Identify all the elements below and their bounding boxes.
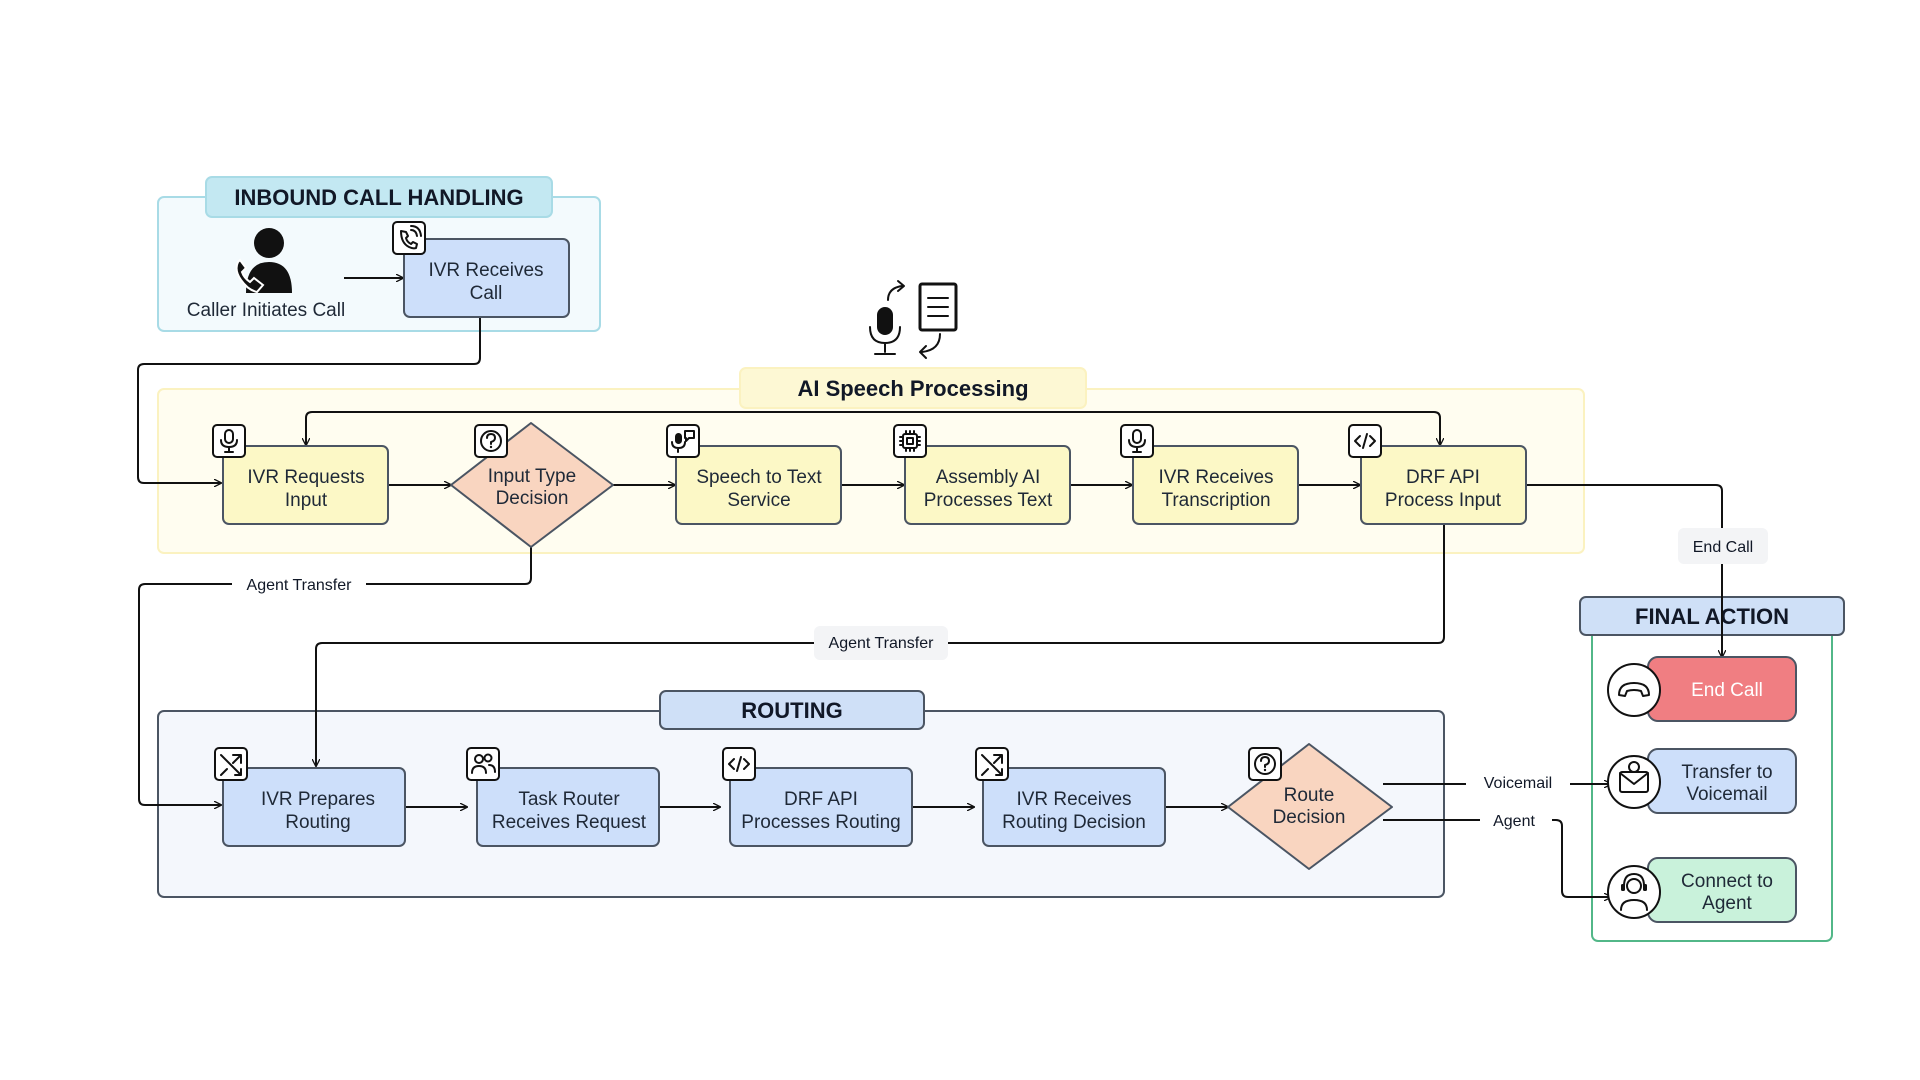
code-icon <box>722 747 756 781</box>
node-line-2: Voicemail <box>1686 784 1767 805</box>
edge-route-agent <box>1383 819 1611 897</box>
edge-label-bg <box>1678 528 1768 564</box>
node-line-2: Agent <box>1702 893 1752 914</box>
node-line-1: DRF API <box>1406 467 1480 488</box>
edge-label-agent: Agent <box>1493 813 1535 830</box>
node-box <box>222 445 389 525</box>
person-phone-icon <box>235 228 292 294</box>
edge-label-bg <box>814 626 948 660</box>
microphone-icon <box>212 424 246 458</box>
node-caller: Caller Initiates Call <box>187 228 345 321</box>
edge-label-voicemail: Voicemail <box>1484 775 1552 792</box>
edge-labels: Agent Transfer Agent Transfer End Call V… <box>232 528 1768 836</box>
node-box <box>1132 445 1299 525</box>
node-connect-agent: Connect to Agent <box>1607 857 1797 923</box>
group-final-title-box <box>1579 596 1845 636</box>
edge-label-bg <box>1466 766 1570 800</box>
group-ai-title: AI Speech Processing <box>797 376 1028 401</box>
headset-agent-icon <box>1607 865 1661 919</box>
edge-label-bg <box>232 568 366 600</box>
node-ivr-receives-transcription: IVR Receives Transcription <box>1120 424 1299 525</box>
node-line-1: IVR Requests <box>247 467 364 488</box>
node-line-1: IVR Receives <box>428 260 543 281</box>
node-line-2: Transcription <box>1161 490 1270 511</box>
node-line-2: Input <box>285 490 328 511</box>
node-line-2: Processes Text <box>924 490 1053 511</box>
node-line-1: IVR Receives <box>1016 789 1131 810</box>
node-line-2: Routing Decision <box>1002 812 1146 833</box>
node-box <box>675 445 842 525</box>
microphone-icon <box>1120 424 1154 458</box>
node-line-2: Decision <box>496 488 569 509</box>
node-box <box>403 238 570 318</box>
node-line-2: Service <box>727 490 790 511</box>
node-end-call: End Call <box>1607 656 1797 722</box>
node-line-2: Decision <box>1273 807 1346 828</box>
group-inbound-title: INBOUND CALL HANDLING <box>234 185 523 210</box>
users-icon <box>466 747 500 781</box>
node-route-decision: Route Decision <box>1227 743 1393 870</box>
group-final-title: FINAL ACTION <box>1635 604 1789 629</box>
node-line-2: Processes Routing <box>741 812 900 833</box>
node-line-1: Speech to Text <box>696 467 822 488</box>
chip-icon <box>893 424 927 458</box>
edge-decision-agent-transfer <box>138 546 532 805</box>
node-box <box>729 767 913 847</box>
node-box <box>222 767 406 847</box>
node-ivr-receives-call: IVR Receives Call <box>392 221 570 318</box>
speech-to-document-icon <box>869 280 958 359</box>
question-icon <box>1248 747 1282 781</box>
shuffle-icon <box>214 747 248 781</box>
node-caller-label: Caller Initiates Call <box>187 300 345 321</box>
node-line-1: End Call <box>1691 680 1763 701</box>
group-routing-title: ROUTING <box>741 698 842 723</box>
node-drf-api-processes-routing: DRF API Processes Routing <box>722 747 913 847</box>
group-routing-title-box <box>659 690 925 730</box>
node-line-2: Process Input <box>1385 490 1502 511</box>
node-line-2: Call <box>470 283 503 304</box>
node-task-router: Task Router Receives Request <box>466 747 660 847</box>
code-icon <box>1348 424 1382 458</box>
node-line-1: Input Type <box>488 466 576 487</box>
nodes: Caller Initiates Call IVR Receives Call <box>187 221 1797 923</box>
group-inbound-title-box <box>205 176 553 218</box>
phone-call-icon <box>392 221 426 255</box>
node-ivr-requests-input: IVR Requests Input <box>212 424 389 525</box>
node-line-2: Receives Request <box>492 812 647 833</box>
node-box <box>982 767 1166 847</box>
node-line-1: Connect to <box>1681 871 1773 892</box>
edge-drf-end-call <box>1524 484 1722 657</box>
node-line-1: Assembly AI <box>936 467 1041 488</box>
node-box <box>904 445 1071 525</box>
node-box <box>1360 445 1527 525</box>
node-drf-api-process-input: DRF API Process Input <box>1348 424 1527 525</box>
node-ivr-receives-routing-decision: IVR Receives Routing Decision <box>975 747 1166 847</box>
mic-chat-icon <box>666 424 700 458</box>
node-line-2: Routing <box>285 812 351 833</box>
node-speech-to-text: Speech to Text Service <box>666 424 842 525</box>
edge-loop-requests-drf <box>306 411 1440 445</box>
node-box <box>476 767 660 847</box>
edge-label-agent-transfer-1: Agent Transfer <box>247 577 353 594</box>
node-input-type-decision: Input Type Decision <box>450 422 614 548</box>
edge-label-bg <box>1480 806 1552 836</box>
question-icon <box>474 424 508 458</box>
edge-label-end-call: End Call <box>1693 539 1753 556</box>
node-line-1: IVR Receives <box>1158 467 1273 488</box>
node-line-1: Transfer to <box>1681 762 1772 783</box>
group-ai-title-box <box>739 367 1087 409</box>
node-assembly-ai: Assembly AI Processes Text <box>893 424 1071 525</box>
node-transfer-voicemail: Transfer to Voicemail <box>1607 748 1797 814</box>
shuffle-icon <box>975 747 1009 781</box>
node-line-1: Route <box>1284 785 1335 806</box>
node-line-1: IVR Prepares <box>261 789 375 810</box>
node-ivr-prepares-routing: IVR Prepares Routing <box>214 747 406 847</box>
edge-ivr-call-to-requests <box>137 317 481 483</box>
node-line-1: DRF API <box>784 789 858 810</box>
node-line-1: Task Router <box>518 789 620 810</box>
hang-up-icon <box>1607 663 1661 717</box>
voicemail-icon <box>1607 755 1661 809</box>
edge-label-agent-transfer-2: Agent Transfer <box>829 635 935 652</box>
